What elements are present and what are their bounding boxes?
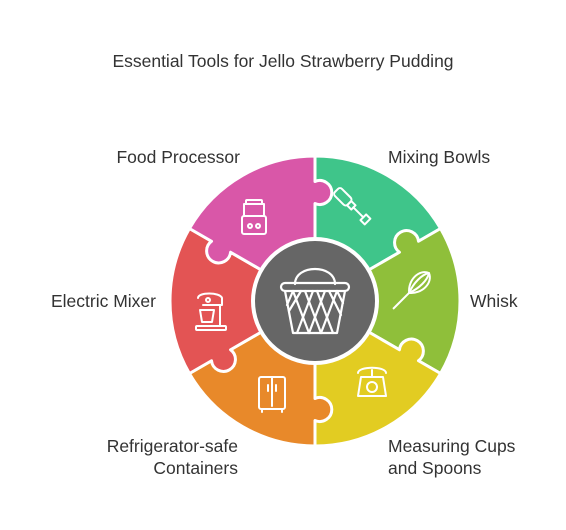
label-containers-line1: Refrigerator-safe [106, 436, 238, 456]
label-containers-line2: Containers [153, 458, 238, 478]
label-measuring-line1: Measuring Cups [388, 436, 516, 456]
kitchen-scale-icon [357, 366, 387, 397]
label-measuring-line2: and Spoons [388, 458, 482, 478]
whisk-icon [392, 271, 431, 310]
hand-mixer-icon [333, 187, 372, 226]
center-disc [251, 237, 379, 365]
label-food-processor: Food Processor [116, 147, 240, 167]
label-mixing-bowls: Mixing Bowls [388, 147, 491, 167]
label-electric-mixer: Electric Mixer [50, 291, 156, 311]
diagram-title: Essential Tools for Jello Strawberry Pud… [112, 51, 454, 71]
stand-mixer-icon [195, 292, 227, 331]
refrigerator-icon [258, 376, 286, 413]
label-whisk: Whisk [470, 291, 518, 311]
label-measuring-cups: Measuring Cups and Spoons [388, 435, 515, 479]
label-containers: Refrigerator-safe Containers [60, 435, 238, 479]
basket-icon [279, 268, 351, 335]
food-processor-icon [241, 199, 267, 235]
